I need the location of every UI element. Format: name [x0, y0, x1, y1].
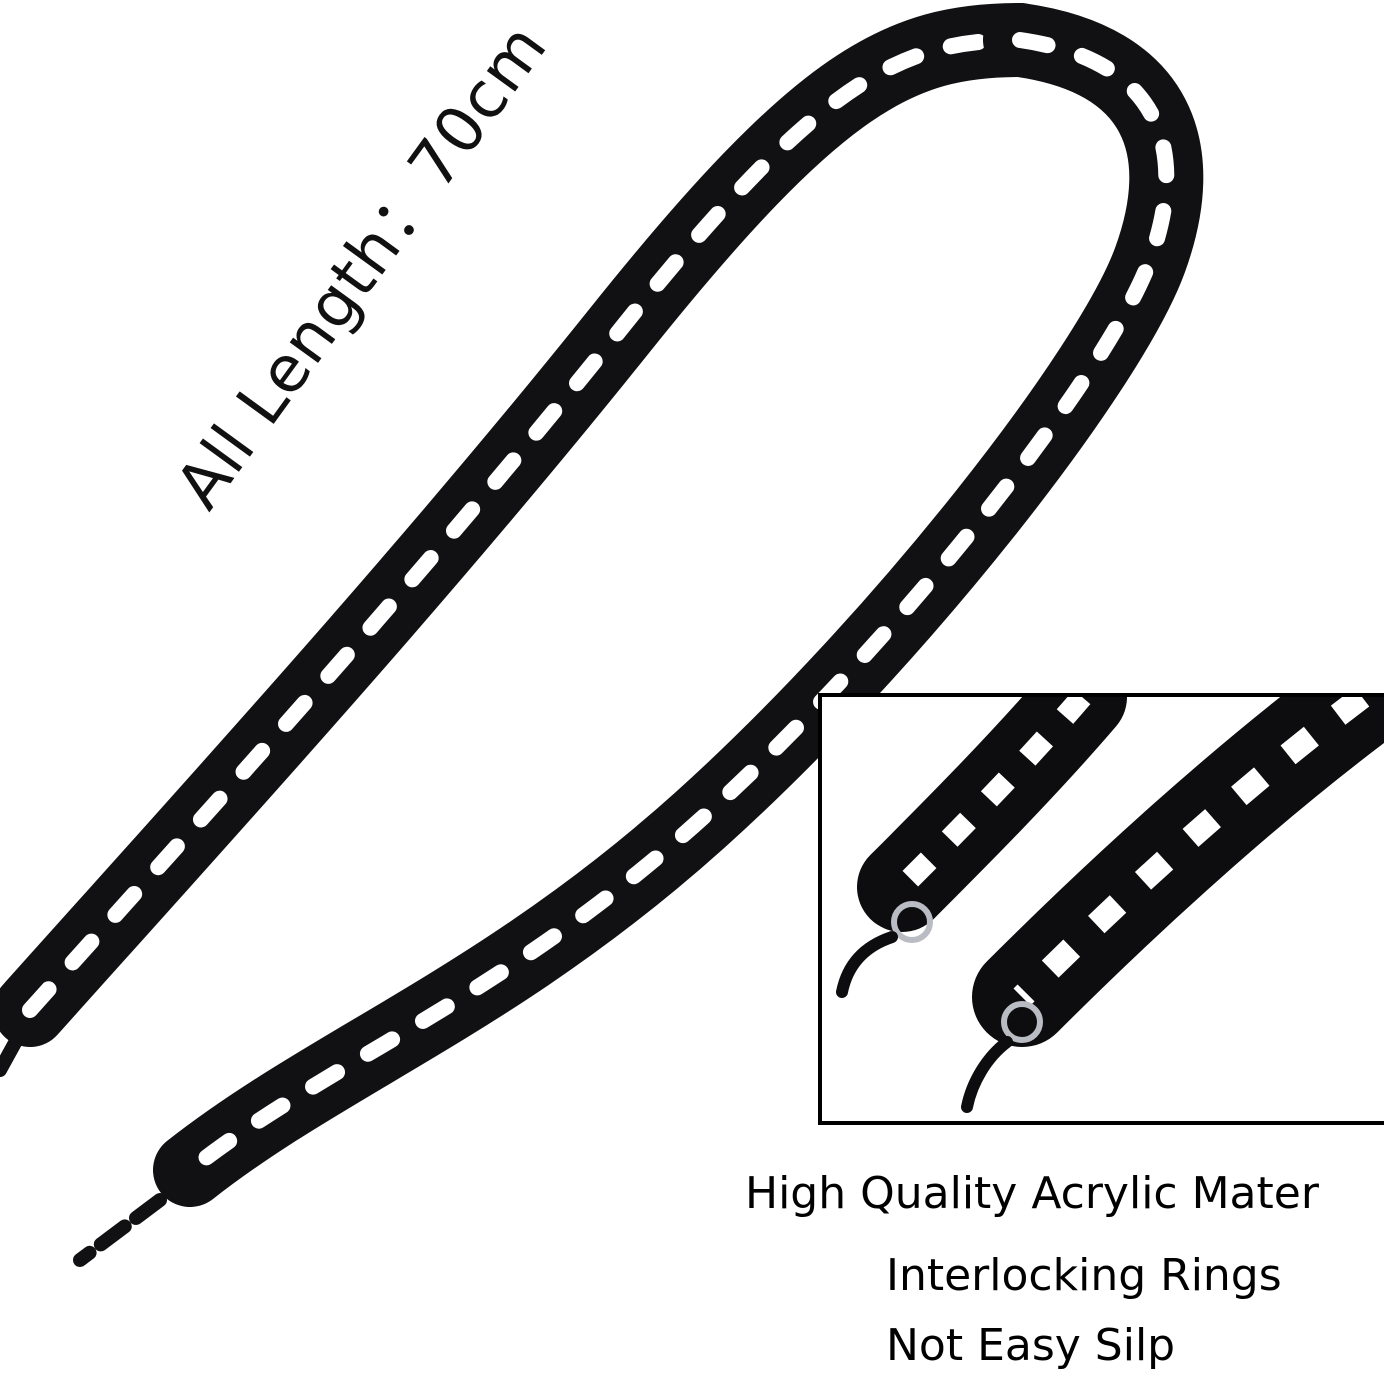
rubber-end-left: [0, 1023, 29, 1077]
feature-acrylic-material: High Quality Acrylic Mater: [745, 1168, 1319, 1219]
rubber-ear-grip-icon: [961, 1036, 1013, 1113]
rubber-end-right: [73, 1193, 167, 1267]
detail-chain-photo: [836, 697, 1384, 1113]
detail-chain-left-links: [894, 697, 1091, 895]
feature-interlocking-rings: Interlocking Rings: [886, 1250, 1282, 1301]
detail-chain-right-links: [1013, 697, 1370, 1006]
chain-left-strand-links: [22, 32, 1028, 1018]
rubber-ear-grip-icon: [836, 931, 898, 998]
detail-inset: [818, 693, 1384, 1125]
chain-right-strand-links: [182, 32, 1175, 1178]
metal-ring-icon: [891, 901, 933, 943]
metal-ring-icon: [1001, 1001, 1043, 1043]
feature-not-easy-slip: Not Easy Silp: [886, 1320, 1176, 1371]
